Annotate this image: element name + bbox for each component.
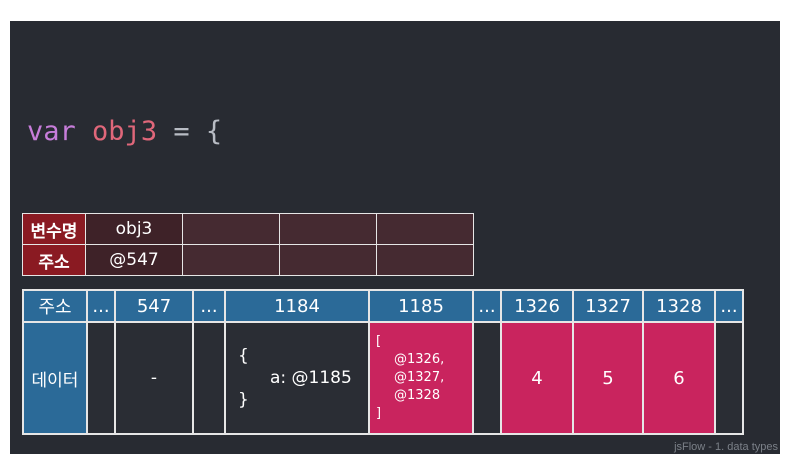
memory-data-cell-1184: { a: @1185 } <box>224 321 370 435</box>
array-item: @1328 <box>394 388 441 403</box>
object-close-brace: } <box>238 390 249 410</box>
memory-data-row: 데이터 - { a: @1185 } [ @1326, @1327, <box>22 321 744 435</box>
memory-address-cell: ... <box>192 289 226 323</box>
object-open-brace: { <box>238 346 249 366</box>
variable-empty-cell <box>376 213 474 245</box>
memory-address-header: 주소 <box>22 289 88 323</box>
code-variable-name: obj3 <box>92 116 158 147</box>
memory-address-cell: 1185 <box>368 289 474 323</box>
variable-address-cell: @547 <box>85 244 183 276</box>
memory-address-cell: ... <box>86 289 116 323</box>
memory-data-cell-1185: [ @1326, @1327, @1328 ] <box>368 321 474 435</box>
variable-name-cell: obj3 <box>85 213 183 245</box>
memory-address-cell: 547 <box>114 289 194 323</box>
memory-data-cell-547: - <box>114 321 194 435</box>
variable-empty-cell <box>182 213 280 245</box>
slide: var obj3 = { a: [4, 5, 6] }; 변수명 obj3 주소… <box>10 21 780 454</box>
variable-address-header: 주소 <box>22 244 86 276</box>
code-open-brace: { <box>205 116 223 147</box>
variable-name-header: 변수명 <box>22 213 86 245</box>
memory-address-cell: ... <box>714 289 744 323</box>
memory-address-cell: 1184 <box>224 289 370 323</box>
memory-address-row: 주소 ... 547 ... 1184 1185 ... 1326 1327 1… <box>22 289 744 323</box>
memory-data-header: 데이터 <box>22 321 88 435</box>
variable-address-row: 주소 @547 <box>22 244 474 276</box>
variable-empty-cell <box>279 213 377 245</box>
code-line-1: var obj3 = { <box>27 111 255 152</box>
variable-empty-cell <box>279 244 377 276</box>
memory-table: 주소 ... 547 ... 1184 1185 ... 1326 1327 1… <box>22 289 744 435</box>
memory-data-cell-empty <box>472 321 502 435</box>
variable-name-row: 변수명 obj3 <box>22 213 474 245</box>
array-item: @1327, <box>394 370 445 385</box>
memory-data-cell-empty <box>86 321 116 435</box>
memory-data-cell-1326: 4 <box>500 321 574 435</box>
array-close-bracket: ] <box>376 406 382 421</box>
variable-table: 변수명 obj3 주소 @547 <box>22 213 474 276</box>
variable-empty-cell <box>376 244 474 276</box>
memory-data-cell-empty <box>714 321 744 435</box>
memory-data-cell-1327: 5 <box>572 321 644 435</box>
footer-caption: jsFlow - 1. data types <box>674 441 778 453</box>
code-operator: = <box>173 116 190 147</box>
memory-address-cell: 1328 <box>642 289 716 323</box>
array-item: @1326, <box>394 352 445 367</box>
memory-address-cell: 1327 <box>572 289 644 323</box>
memory-address-cell: 1326 <box>500 289 574 323</box>
array-open-bracket: [ <box>376 334 382 349</box>
memory-data-cell-1328: 6 <box>642 321 716 435</box>
code-keyword: var <box>27 116 76 147</box>
array-literal: [ @1326, @1327, @1328 ] <box>370 333 472 423</box>
memory-data-cell-empty <box>192 321 226 435</box>
variable-empty-cell <box>182 244 280 276</box>
object-property: a: @1185 <box>270 368 352 388</box>
object-literal: { a: @1185 } <box>226 345 368 411</box>
memory-address-cell: ... <box>472 289 502 323</box>
